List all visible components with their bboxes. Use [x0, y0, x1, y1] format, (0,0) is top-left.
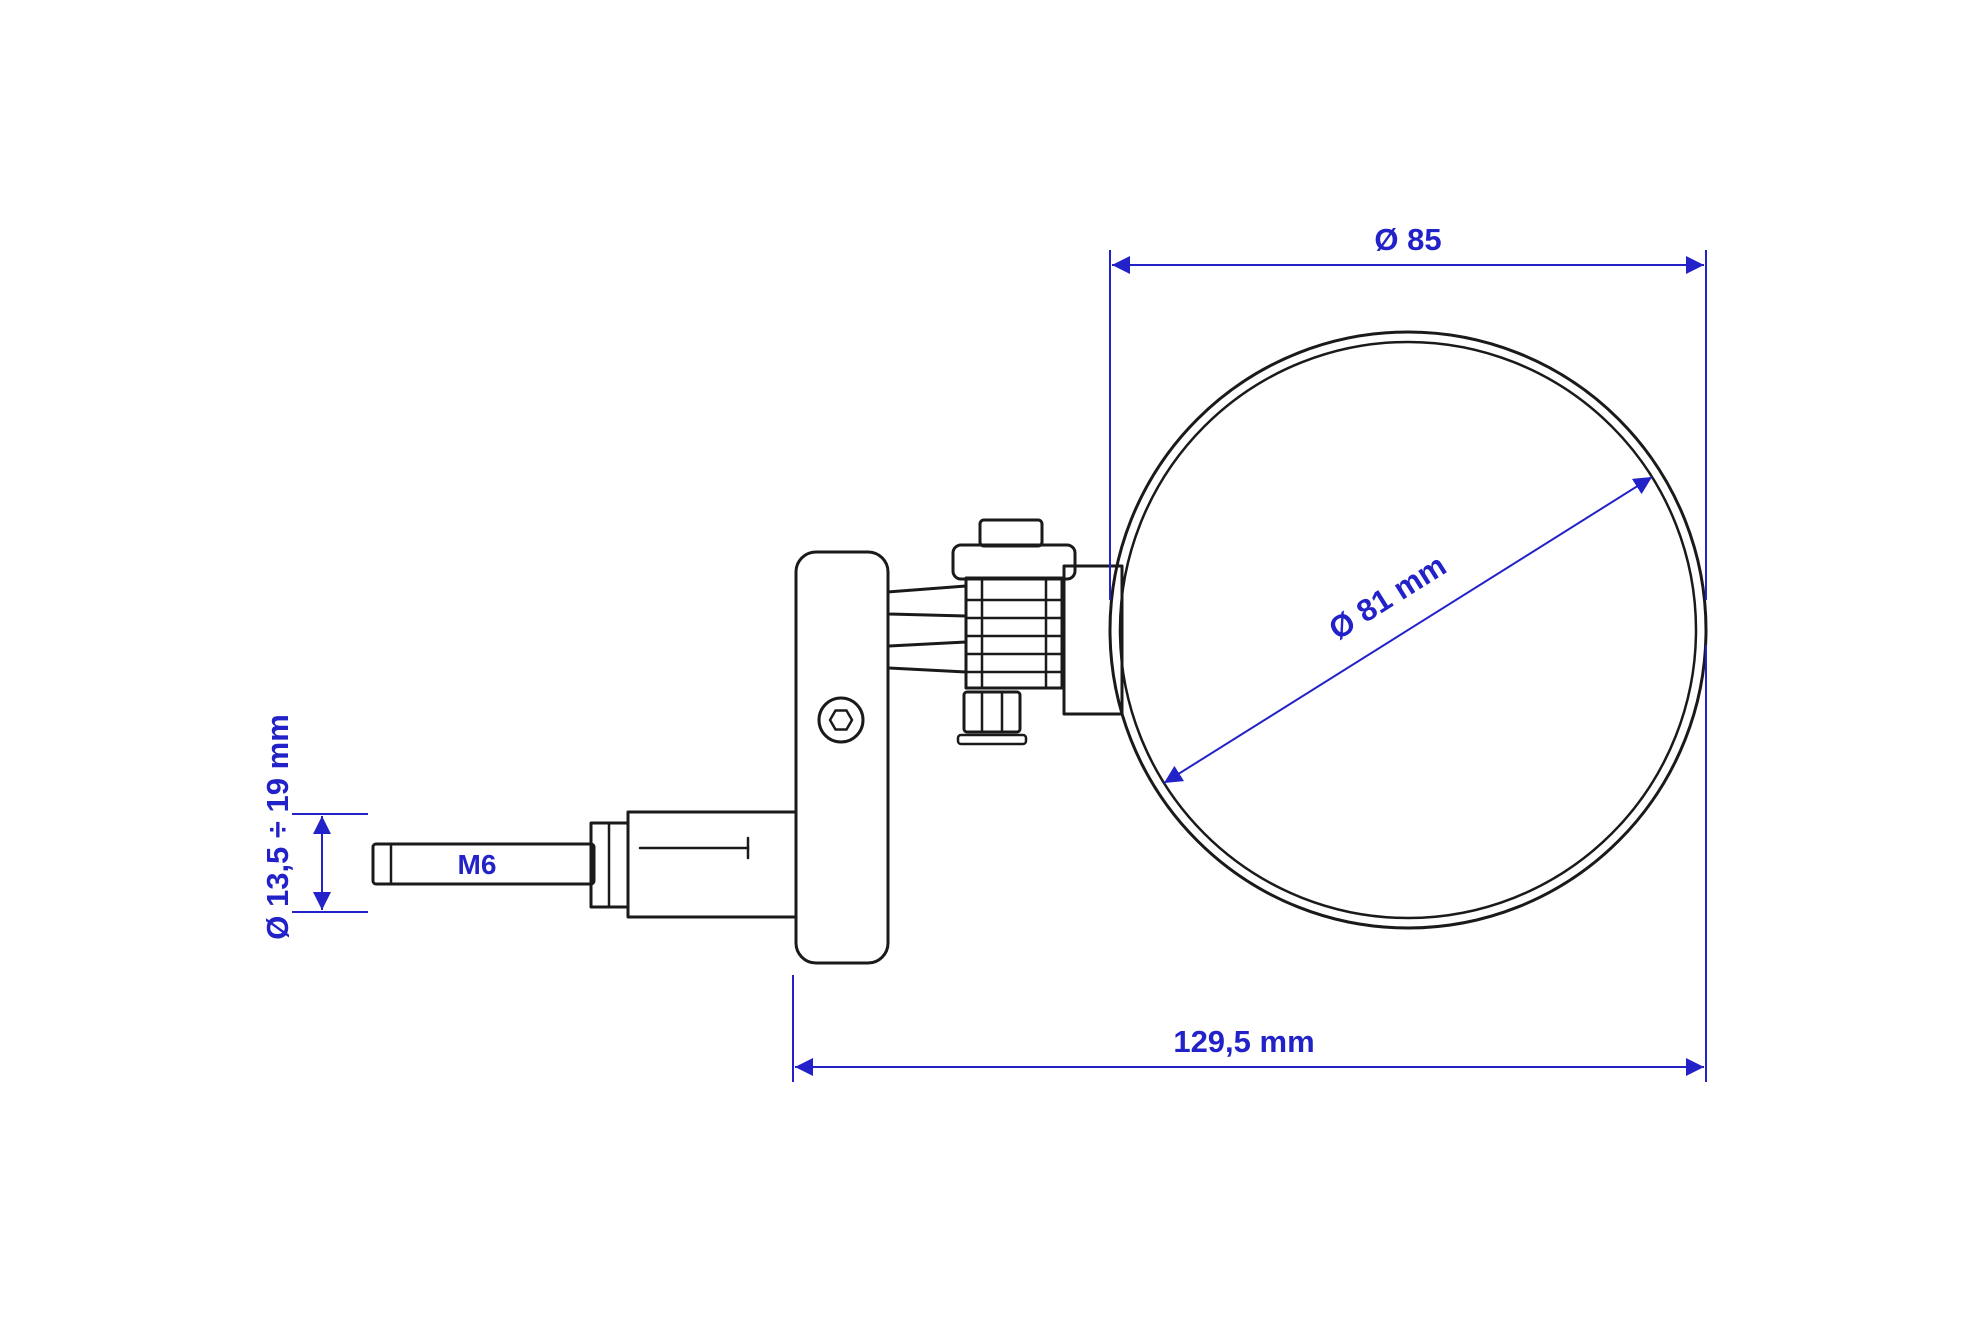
bracket-body-outline — [794, 550, 890, 965]
pivot-bolt-head — [978, 518, 1044, 548]
dimension-dia81: Ø 81 mm — [1163, 476, 1653, 784]
mirror-boss-outline — [1062, 564, 1124, 716]
dia81-label: Ø 81 mm — [1323, 547, 1453, 646]
clamp-range-label: Ø 13,5 ÷ 19 mm — [260, 714, 295, 940]
dimension-clamp-range: Ø 13,5 ÷ 19 mm — [260, 714, 368, 940]
mirror-housing-outer-circle — [1108, 330, 1708, 930]
expander-cylinder-outline — [626, 810, 798, 919]
pivot-washer-outline — [956, 733, 1028, 746]
fork-arm-upper — [886, 584, 968, 618]
pivot-cap-outline — [951, 543, 1077, 581]
dia85-label: Ø 85 — [1374, 222, 1441, 257]
dia81-dimension-line — [1163, 476, 1653, 784]
dimension-length: 129,5 mm — [792, 645, 1707, 1082]
socket-screw-hex — [828, 709, 854, 731]
socket-screw-circle — [817, 696, 865, 744]
thread-label: M6 — [458, 849, 497, 880]
dimension-dia85: Ø 85 — [1109, 222, 1707, 600]
fork-arm-lower — [886, 640, 968, 674]
pivot-nut-outline — [962, 690, 1022, 734]
mirror-housing-inner-circle — [1118, 340, 1698, 920]
length-label: 129,5 mm — [1173, 1024, 1314, 1059]
part-outline — [371, 330, 1708, 965]
threaded-rod-outline — [371, 842, 596, 886]
